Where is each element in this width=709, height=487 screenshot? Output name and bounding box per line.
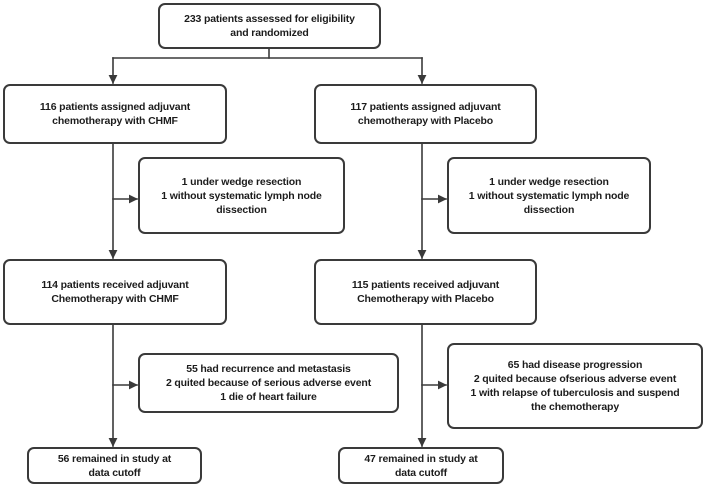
box-events-placebo: 65 had disease progression 2 quited beca…	[447, 343, 703, 429]
box-assessed-eligibility: 233 patients assessed for eligibility an…	[158, 3, 381, 49]
box-remained-chmf: 56 remained in study at data cutoff	[27, 447, 202, 484]
box-events-chmf: 55 had recurrence and metastasis 2 quite…	[138, 353, 399, 413]
box-assigned-placebo: 117 patients assigned adjuvant chemother…	[314, 84, 537, 144]
box-assigned-chmf: 116 patients assigned adjuvant chemother…	[3, 84, 227, 144]
box-received-chmf: 114 patients received adjuvant Chemother…	[3, 259, 227, 325]
box-received-placebo: 115 patients received adjuvant Chemother…	[314, 259, 537, 325]
box-excluded-chmf: 1 under wedge resection 1 without system…	[138, 157, 345, 234]
box-remained-placebo: 47 remained in study at data cutoff	[338, 447, 504, 484]
box-excluded-placebo: 1 under wedge resection 1 without system…	[447, 157, 651, 234]
